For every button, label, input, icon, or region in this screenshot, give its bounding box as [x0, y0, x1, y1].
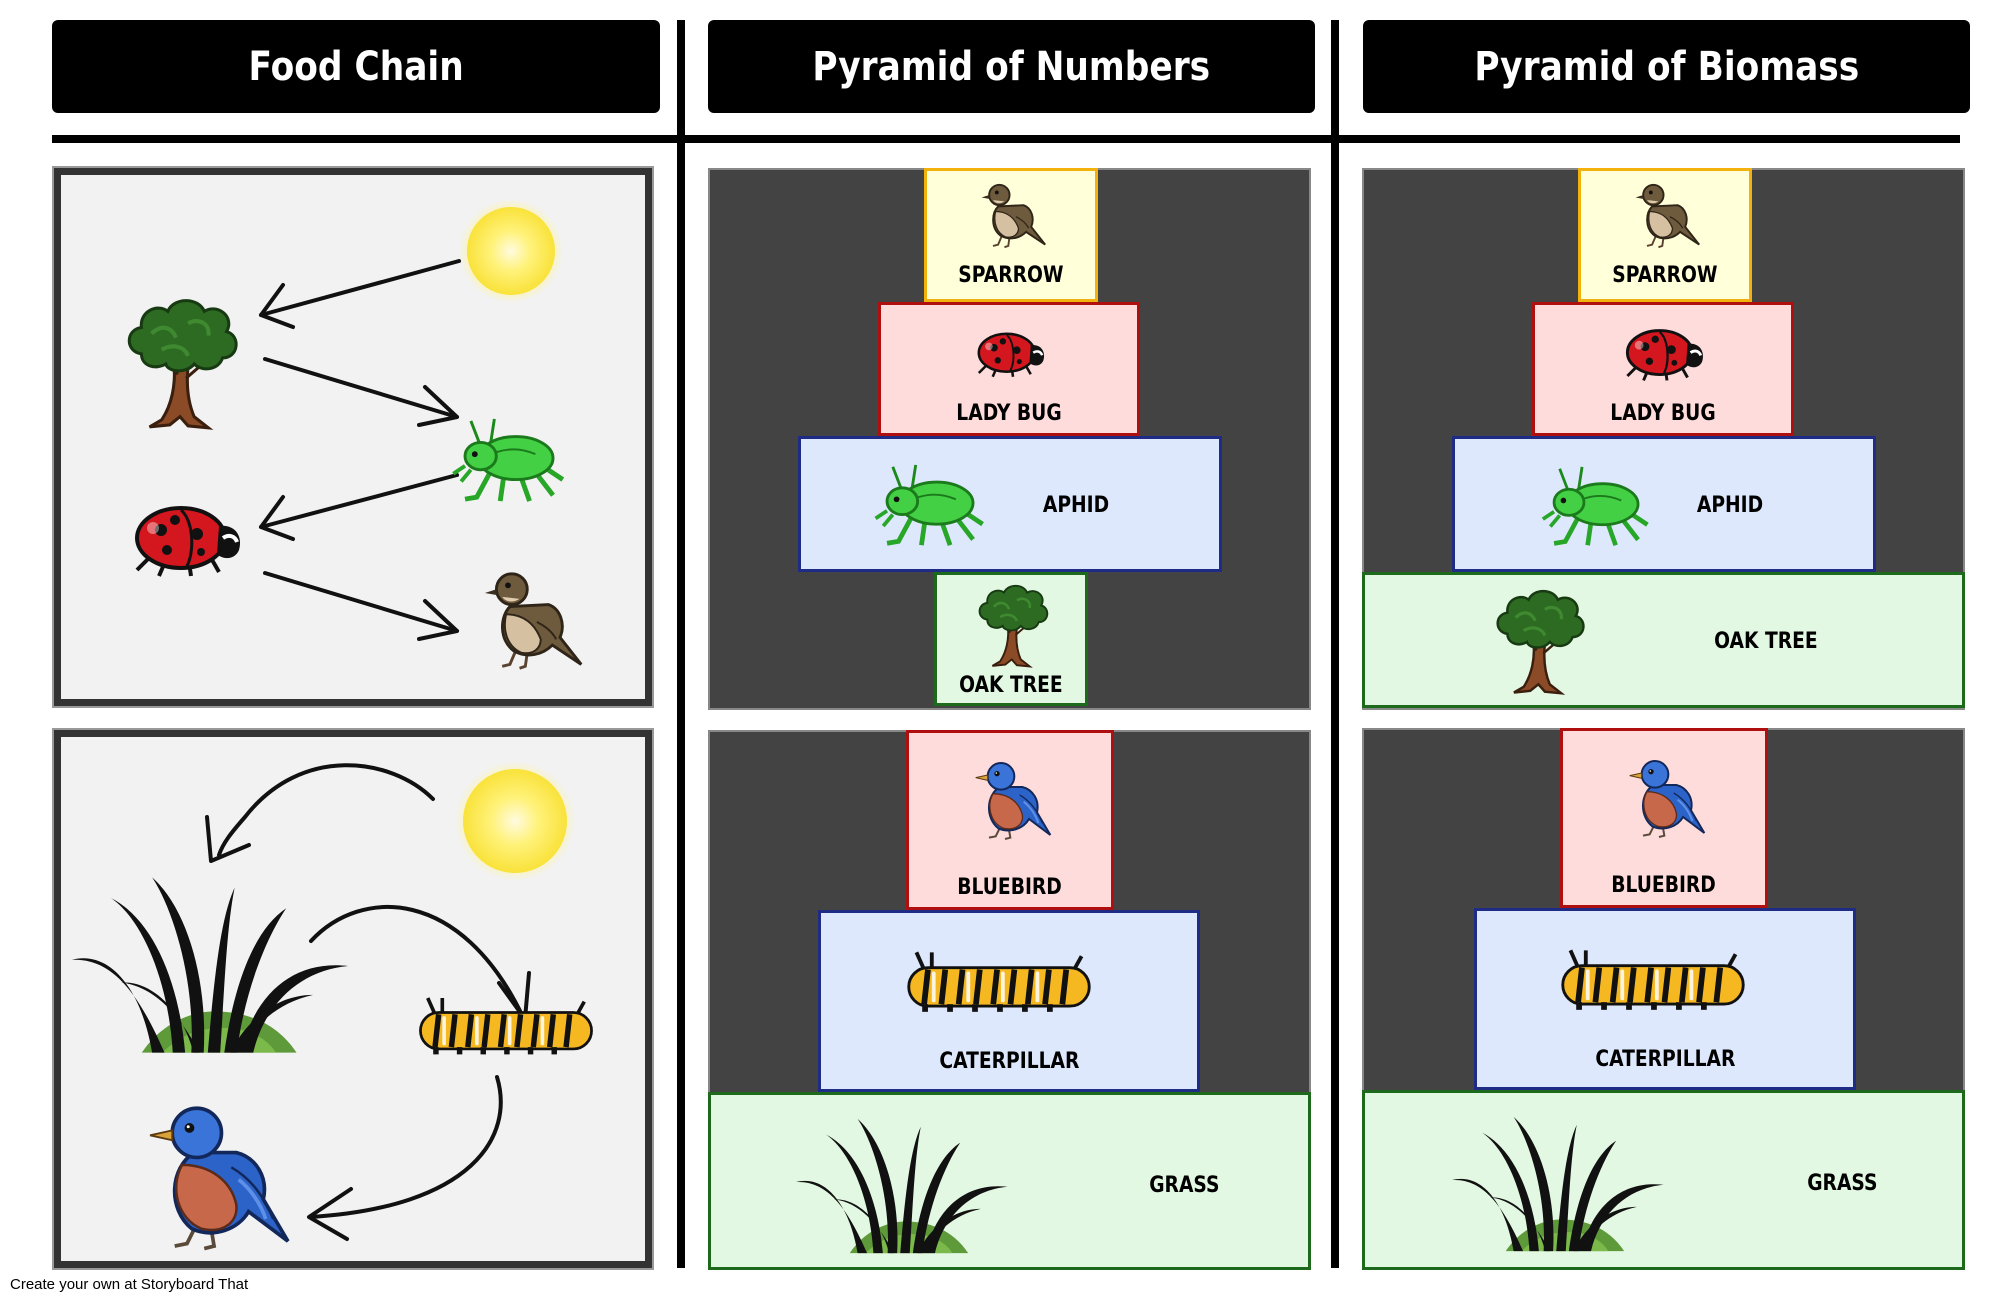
numbers-caterpillar-label: CATERPILLAR	[821, 1049, 1197, 1074]
sun-core	[463, 769, 567, 873]
arrow-sun-to-tree	[259, 259, 461, 317]
numbers-bluebird-box: BLUEBIRD	[906, 730, 1114, 910]
header-pyramid-biomass-label: Pyramid of Biomass	[1474, 43, 1859, 90]
numbers-ladybug-box: LADY BUG	[878, 302, 1140, 436]
biomass-sparrow-label: SPARROW	[1581, 263, 1749, 288]
arrow-tree-to-aphid	[263, 357, 459, 419]
arrowhead-sun-to-tree	[259, 283, 295, 329]
numbers-aphid-label: APHID	[1037, 493, 1115, 518]
bluebird-icon	[148, 1106, 290, 1251]
sparrow-icon	[1634, 183, 1701, 249]
biomass-caterpillar-label: CATERPILLAR	[1477, 1047, 1853, 1072]
food-chain-panel-2	[54, 730, 652, 1268]
numbers-oaktree-text: OAK TREE	[959, 673, 1063, 698]
biomass-bluebird-text: BLUEBIRD	[1611, 873, 1717, 898]
numbers-sparrow-box: SPARROW	[924, 168, 1098, 302]
oak-tree-icon	[1496, 589, 1586, 695]
biomass-ladybug-box: LADY BUG	[1532, 302, 1794, 436]
ladybug-icon	[1625, 328, 1705, 382]
food-chain-panel-1	[54, 168, 652, 706]
biomass-ladybug-label: LADY BUG	[1535, 401, 1791, 426]
biomass-grass-text: GRASS	[1807, 1171, 1878, 1196]
biomass-oaktree-text: OAK TREE	[1714, 629, 1818, 654]
bluebird-icon	[1628, 759, 1706, 839]
header-food-chain-label: Food Chain	[248, 43, 464, 90]
numbers-ladybug-text: LADY BUG	[956, 401, 1062, 426]
caterpillar-icon	[1557, 947, 1749, 1017]
sun-core	[467, 207, 555, 295]
biomass-oaktree-label: OAK TREE	[1705, 629, 1827, 654]
numbers-ladybug-label: LADY BUG	[881, 401, 1137, 426]
arrowhead-tree-to-aphid	[417, 385, 459, 427]
footer-credit[interactable]: Create your own at Storyboard That	[10, 1276, 249, 1293]
biomass-grass-box: GRASS	[1362, 1090, 1965, 1270]
aphid-icon	[873, 463, 989, 549]
caterpillar-icon	[420, 998, 591, 1054]
arrowhead-aphid-to-ladybug	[259, 495, 295, 541]
column-divider-1	[677, 20, 685, 1268]
header-pyramid-biomass: Pyramid of Biomass	[1363, 20, 1970, 113]
biomass-oaktree-box: OAK TREE	[1362, 572, 1965, 708]
sparrow-icon	[980, 183, 1047, 249]
ladybug-icon	[137, 508, 240, 576]
numbers-bluebird-text: BLUEBIRD	[957, 875, 1063, 900]
arrow-ladybug-to-sparrow	[263, 571, 459, 633]
arrow-sun-to-grass	[217, 763, 435, 857]
arrow-grass-to-caterpillar	[309, 904, 525, 1019]
bluebird-icon	[974, 761, 1052, 841]
food-chain-diagram-1	[61, 199, 583, 670]
numbers-sparrow-text: SPARROW	[958, 263, 1064, 288]
header-pyramid-numbers: Pyramid of Numbers	[708, 20, 1315, 113]
numbers-grass-box: GRASS	[708, 1092, 1311, 1270]
biomass-caterpillar-box: CATERPILLAR	[1474, 908, 1856, 1090]
biomass-sparrow-box: SPARROW	[1578, 168, 1752, 302]
numbers-caterpillar-text: CATERPILLAR	[938, 1049, 1080, 1074]
food-chain-diagram-2	[71, 761, 645, 1251]
numbers-sparrow-label: SPARROW	[927, 263, 1095, 288]
grass-icon	[1452, 1116, 1664, 1252]
biomass-ladybug-text: LADY BUG	[1610, 401, 1716, 426]
biomass-bluebird-box: BLUEBIRD	[1560, 728, 1768, 908]
numbers-grass-label: GRASS	[1143, 1173, 1226, 1198]
numbers-oaktree-label: OAK TREE	[937, 673, 1085, 698]
numbers-aphid-text: APHID	[1042, 493, 1110, 518]
biomass-bluebird-label: BLUEBIRD	[1563, 873, 1765, 898]
arrow-caterpillar-to-bluebird	[309, 1075, 503, 1219]
biomass-aphid-label: APHID	[1691, 493, 1769, 518]
biomass-caterpillar-text: CATERPILLAR	[1594, 1047, 1736, 1072]
arrowhead-sun-to-grass	[205, 815, 251, 863]
ladybug-icon	[977, 332, 1046, 379]
grass-icon	[71, 877, 349, 1053]
numbers-oaktree-box: OAK TREE	[934, 572, 1088, 706]
oak-tree-icon	[978, 584, 1049, 668]
column-divider-2	[1331, 20, 1339, 1268]
arrowhead-ladybug-to-sparrow	[417, 599, 459, 641]
biomass-sparrow-text: SPARROW	[1612, 263, 1718, 288]
biomass-aphid-text: APHID	[1696, 493, 1764, 518]
numbers-bluebird-label: BLUEBIRD	[909, 875, 1111, 900]
arrow-aphid-to-ladybug	[259, 473, 459, 529]
oak-tree-icon	[129, 301, 236, 428]
grass-icon	[796, 1118, 1008, 1254]
numbers-aphid-box: APHID	[798, 436, 1222, 572]
biomass-grass-label: GRASS	[1801, 1171, 1884, 1196]
aphid-icon	[1541, 465, 1653, 549]
numbers-grass-text: GRASS	[1149, 1173, 1220, 1198]
numbers-caterpillar-box: CATERPILLAR	[818, 910, 1200, 1092]
caterpillar-icon	[903, 949, 1095, 1019]
header-food-chain: Food Chain	[52, 20, 660, 113]
biomass-aphid-box: APHID	[1452, 436, 1876, 572]
header-divider	[52, 135, 1960, 143]
sparrow-icon	[483, 572, 583, 670]
header-pyramid-numbers-label: Pyramid of Numbers	[812, 43, 1211, 90]
arrowhead-caterpillar-to-bluebird	[307, 1187, 353, 1241]
aphid-icon	[453, 419, 563, 501]
